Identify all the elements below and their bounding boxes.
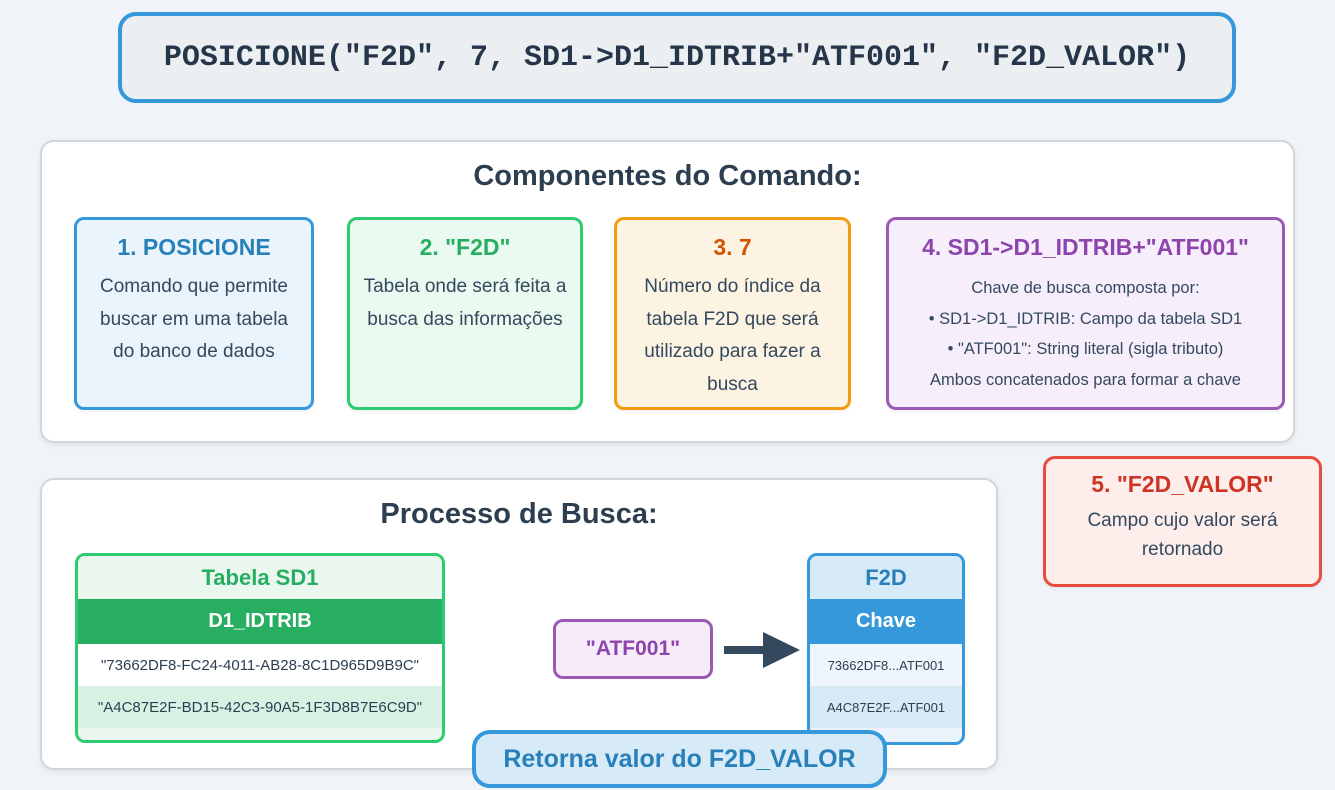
sd1-table: Tabela SD1 D1_IDTRIB "73662DF8-FC24-4011… [75, 553, 445, 743]
sd1-table-title: Tabela SD1 [78, 556, 442, 599]
table-row: A4C87E2F...ATF001 [810, 686, 962, 728]
card-chave-description: Chave de busca composta por: • SD1->D1_I… [901, 273, 1270, 395]
card-indice: 3. 7 Número do índice da tabela F2D que … [614, 217, 851, 410]
card-chave-line-2: • SD1->D1_IDTRIB: Campo da tabela SD1 [928, 309, 1243, 328]
card-posicione-description: Comando que permite buscar em uma tabela… [100, 276, 288, 363]
arrow-shaft [724, 646, 764, 654]
table-row: "A4C87E2F-BD15-42C3-90A5-1F3D8B7E6C9D" [78, 686, 442, 728]
key-literal-box: "ATF001" [553, 619, 713, 679]
process-heading: Processo de Busca: [380, 498, 658, 530]
card-indice-title: 3. 7 [713, 234, 752, 260]
f2d-table: F2D Chave 73662DF8...ATF001 A4C87E2F...A… [807, 553, 965, 745]
components-panel: Componentes do Comando: 1. POSICIONE Com… [40, 140, 1295, 443]
card-chave-busca: 4. SD1->D1_IDTRIB+"ATF001" Chave de busc… [886, 217, 1285, 410]
card-f2d-valor: 5. "F2D_VALOR" Campo cujo valor será ret… [1043, 456, 1322, 587]
card-chave-title: 4. SD1->D1_IDTRIB+"ATF001" [922, 234, 1249, 260]
components-heading: Componentes do Comando: [473, 160, 862, 192]
card-chave-line-3: • "ATF001": String literal (sigla tribut… [947, 340, 1224, 359]
card-f2d: 2. "F2D" Tabela onde será feita a busca … [347, 217, 583, 410]
right-arrow-icon [724, 632, 800, 668]
card-chave-line-1: Chave de busca composta por: [971, 279, 1200, 297]
card-posicione: 1. POSICIONE Comando que permite buscar … [74, 217, 314, 410]
sd1-column-header: D1_IDTRIB [78, 599, 442, 644]
card-f2d-title: 2. "F2D" [419, 234, 511, 260]
arrow-head [763, 632, 800, 668]
card-f2d-valor-title: 5. "F2D_VALOR" [1091, 471, 1274, 497]
f2d-column-header: Chave [810, 599, 962, 644]
result-badge: Retorna valor do F2D_VALOR [472, 730, 887, 788]
table-row: 73662DF8...ATF001 [810, 644, 962, 686]
f2d-table-title: F2D [810, 556, 962, 599]
card-f2d-description: Tabela onde será feita a busca das infor… [363, 276, 567, 330]
card-posicione-title: 1. POSICIONE [117, 234, 271, 260]
table-row: "73662DF8-FC24-4011-AB28-8C1D965D9B9C" [78, 644, 442, 686]
card-f2d-valor-description: Campo cujo valor será retornado [1087, 510, 1278, 561]
card-indice-description: Número do índice da tabela F2D que será … [644, 276, 821, 396]
process-panel: Processo de Busca: Tabela SD1 D1_IDTRIB … [40, 478, 998, 788]
result-badge-text: Retorna valor do F2D_VALOR [503, 744, 856, 773]
command-code-banner: POSICIONE("F2D", 7, SD1->D1_IDTRIB+"ATF0… [118, 12, 1236, 103]
key-literal-text: "ATF001" [585, 637, 681, 660]
card-chave-line-4: Ambos concatenados para formar a chave [930, 370, 1241, 389]
command-code-text: POSICIONE("F2D", 7, SD1->D1_IDTRIB+"ATF0… [163, 40, 1191, 75]
